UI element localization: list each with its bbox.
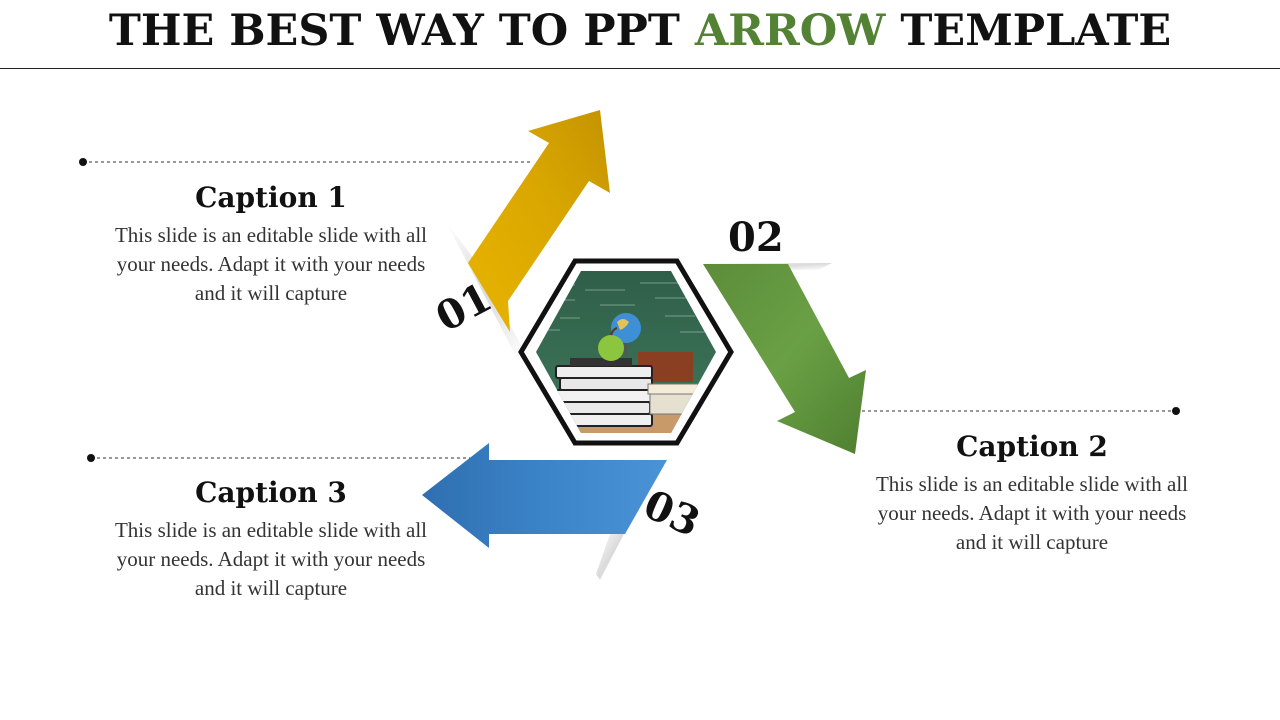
caption-1-title: Caption 1: [195, 181, 347, 214]
arrow-1-gold: [468, 110, 610, 332]
caption-3: Caption 3 This slide is an editable slid…: [101, 476, 441, 603]
globe: [611, 313, 641, 356]
caption-1-text: This slide is an editable slide with all…: [114, 223, 428, 305]
apple: [598, 327, 624, 361]
title-accent: ARROW: [694, 6, 886, 56]
arrow-2-green: [703, 264, 866, 454]
leader-dot-2: [1172, 407, 1180, 415]
leader-line-1: [79, 158, 530, 166]
caption-2-text: This slide is an editable slide with all…: [875, 472, 1189, 554]
title-part1: THE BEST WAY TO PPT: [108, 6, 695, 56]
caption-3-title: Caption 3: [195, 476, 347, 509]
slide-title: THE BEST WAY TO PPT ARROW TEMPLATE: [0, 6, 1280, 56]
step-number-02: 02: [728, 214, 784, 261]
center-photo: [536, 271, 716, 433]
arrow-3-blue: [422, 443, 667, 548]
arrow-3-shadow: [596, 534, 624, 580]
center-hexagon: [518, 258, 734, 446]
leader-line-3: [87, 454, 470, 462]
caption-1: Caption 1 This slide is an editable slid…: [101, 181, 441, 308]
leader-line-2: [862, 407, 1180, 415]
title-bar: THE BEST WAY TO PPT ARROW TEMPLATE: [0, 0, 1280, 69]
leader-dot-3: [87, 454, 95, 462]
leader-dot-1: [79, 158, 87, 166]
book-stack: [555, 358, 699, 427]
title-part2: TEMPLATE: [885, 6, 1172, 56]
caption-3-text: This slide is an editable slide with all…: [114, 518, 428, 600]
caption-2: Caption 2 This slide is an editable slid…: [862, 430, 1202, 557]
caption-2-title: Caption 2: [956, 430, 1108, 463]
